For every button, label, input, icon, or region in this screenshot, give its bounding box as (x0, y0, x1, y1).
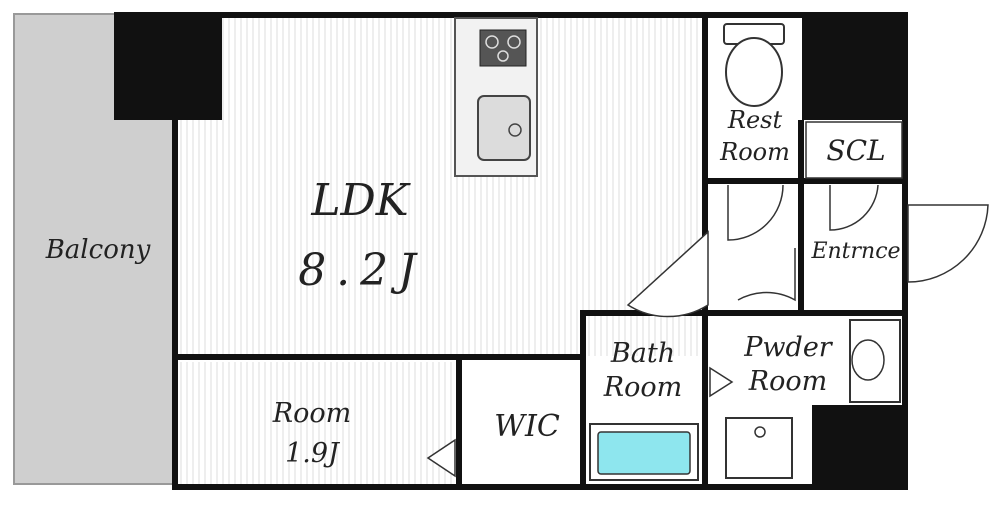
scl-box (805, 121, 903, 179)
powder-label-line2: Room (748, 366, 827, 397)
basin-icon (849, 319, 901, 403)
rest-label-line2: Room (719, 138, 790, 166)
bathtub-icon (597, 431, 691, 475)
ldk-floor (178, 16, 705, 356)
scl-label: SCL (826, 134, 885, 167)
ldk-label: LDK (310, 175, 410, 226)
washer-pan-icon (725, 417, 793, 479)
stove-icon (479, 29, 527, 67)
bath-label-line2: Room (603, 372, 682, 403)
kitchen-counter (454, 17, 538, 177)
toilet-icon (723, 23, 785, 107)
sink-icon (477, 95, 531, 161)
door-marker-room (426, 438, 456, 478)
wic-label: WIC (494, 409, 560, 444)
door-swings (626, 184, 989, 318)
room-label: Room (272, 398, 351, 429)
walls (114, 12, 908, 490)
balcony-label: Balcony (45, 235, 151, 265)
room-floor (178, 362, 460, 484)
bath-label-line1: Bath (610, 338, 675, 369)
ldk-size-label: 8.2J (298, 245, 426, 296)
rest-label-line1: Rest (727, 106, 783, 134)
hallway-floor (710, 185, 805, 315)
door-marker-bath (709, 366, 734, 398)
room-size-label: 1.9J (285, 438, 341, 469)
entrance-label: Entrnce (810, 239, 900, 264)
powder-label-line1: Pwder (743, 332, 834, 363)
